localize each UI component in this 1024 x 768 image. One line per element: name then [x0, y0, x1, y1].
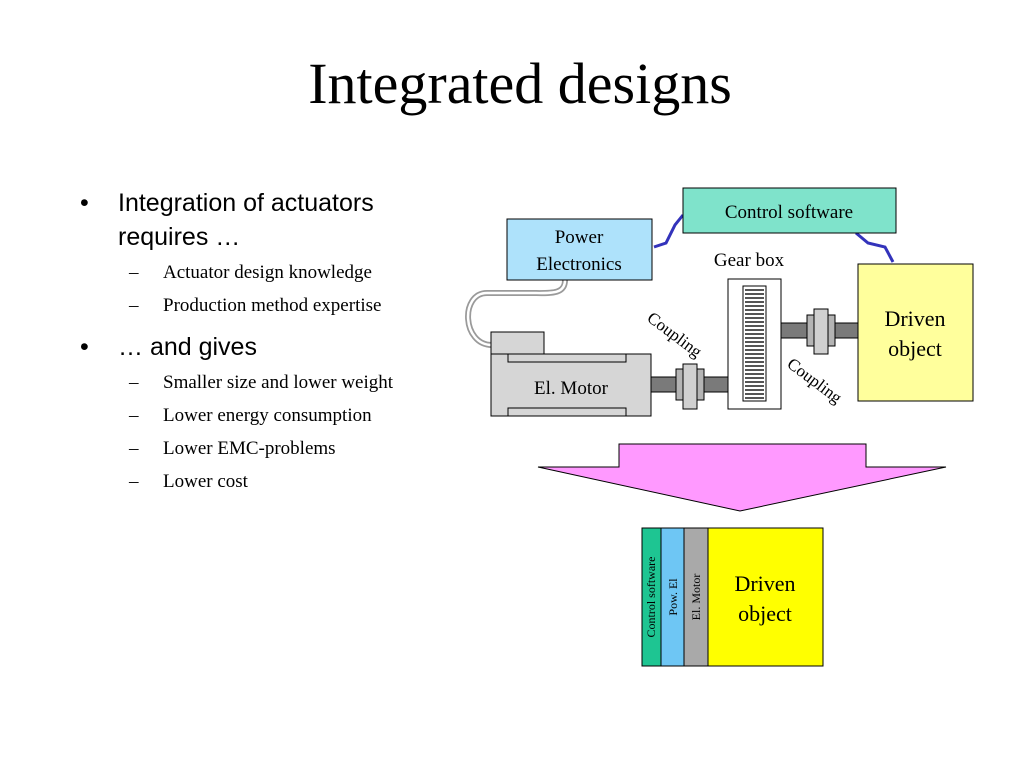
integrated-driven-object-label-line1: Driven	[734, 571, 795, 596]
gear-tooth	[745, 389, 764, 391]
sub-bullet-item: – Lower cost	[80, 465, 460, 498]
bullet-text-line: Integration of actuators	[118, 189, 374, 217]
dash-marker: –	[129, 262, 139, 283]
dash-marker: –	[129, 405, 139, 426]
el-motor-label: El. Motor	[534, 378, 609, 399]
power-electronics-label-line1: Power	[555, 227, 604, 248]
coupling-right	[806, 308, 836, 355]
bullet-list: • Integration of actuators requires … – …	[80, 186, 460, 498]
gear-tooth	[745, 297, 764, 299]
gear-tooth	[745, 381, 764, 383]
sub-bullet-item: – Actuator design knowledge	[80, 256, 460, 289]
coupling-left	[675, 363, 705, 410]
dash-marker: –	[129, 471, 139, 492]
control-software-box	[682, 187, 897, 234]
power-cable-core	[466, 279, 567, 347]
integrated-control-software-label: Control software	[644, 557, 658, 638]
dash-marker: –	[129, 295, 139, 316]
driven-object-box	[857, 263, 974, 402]
gear-tooth	[745, 353, 764, 355]
sub-bullet-text: Lower cost	[163, 471, 248, 492]
coupling-right-label: Coupling	[784, 354, 846, 408]
integrated-driven-object-box	[707, 527, 824, 667]
signal-wire-left	[653, 214, 685, 249]
gear-tooth	[745, 301, 764, 303]
integrated-el-motor-label: El. Motor	[689, 574, 703, 621]
bullet-text-line: … and gives	[118, 333, 257, 361]
gear-tooth	[745, 377, 764, 379]
gear-tooth	[745, 289, 764, 291]
gear-tooth	[745, 325, 764, 327]
signal-wire-right	[855, 231, 895, 263]
bullet-text-line: requires …	[118, 223, 241, 251]
sub-bullet-text: Actuator design knowledge	[163, 262, 372, 283]
integrated-driven-object-label-line2: object	[738, 601, 792, 626]
gear-tooth	[745, 393, 764, 395]
power-electronics-label-line2: Electronics	[536, 254, 621, 275]
gear-tooth	[745, 305, 764, 307]
gear-tooth	[745, 369, 764, 371]
sub-bullet-item: – Lower EMC-problems	[80, 432, 460, 465]
gear-tooth	[745, 397, 764, 399]
gear-tooth	[745, 365, 764, 367]
gear-tooth	[745, 329, 764, 331]
coupling-left-label: Coupling	[644, 308, 706, 362]
slide-title: Integrated designs	[308, 51, 732, 116]
gear-tooth	[745, 385, 764, 387]
sub-bullet-item: – Lower energy consumption	[80, 399, 460, 432]
gear-tooth	[745, 309, 764, 311]
gear-box	[727, 278, 782, 410]
sub-bullet-text: Lower energy consumption	[163, 405, 372, 426]
sub-bullet-item: – Smaller size and lower weight	[80, 366, 460, 399]
gear-tooth	[745, 373, 764, 375]
gear-tooth	[745, 313, 764, 315]
bullet-marker: •	[80, 189, 89, 217]
integration-arrow	[537, 443, 947, 512]
gear-tooth	[745, 333, 764, 335]
sub-bullet-text: Smaller size and lower weight	[163, 372, 394, 393]
power-electronics-box	[506, 218, 653, 281]
sub-bullet-item: – Production method expertise	[80, 289, 460, 322]
gear-tooth	[745, 321, 764, 323]
gear-tooth	[745, 341, 764, 343]
driven-object-label-line2: object	[888, 336, 942, 361]
bullet-marker: •	[80, 333, 89, 361]
control-software-label: Control software	[725, 202, 853, 223]
gear-box-label: Gear box	[714, 250, 785, 271]
bullet-item: • … and gives	[80, 330, 460, 364]
el-motor	[490, 331, 652, 417]
gear-tooth	[745, 345, 764, 347]
integrated-design: Control software Pow. El El. Motor Drive…	[641, 527, 824, 667]
sub-bullet-text: Production method expertise	[163, 295, 382, 316]
integrated-el-motor-strip	[683, 527, 709, 667]
gear-tooth	[745, 349, 764, 351]
gear-tooth	[745, 317, 764, 319]
sub-bullet-text: Lower EMC-problems	[163, 438, 336, 459]
bullet-item: • Integration of actuators requires …	[80, 186, 460, 254]
gear-tooth	[745, 337, 764, 339]
gear-tooth	[745, 361, 764, 363]
integrated-power-el-label: Pow. El	[666, 578, 680, 616]
gear-tooth	[745, 357, 764, 359]
gear-tooth	[745, 293, 764, 295]
gear-teeth	[745, 289, 764, 399]
dash-marker: –	[129, 372, 139, 393]
dash-marker: –	[129, 438, 139, 459]
driven-object-label-line1: Driven	[884, 306, 945, 331]
